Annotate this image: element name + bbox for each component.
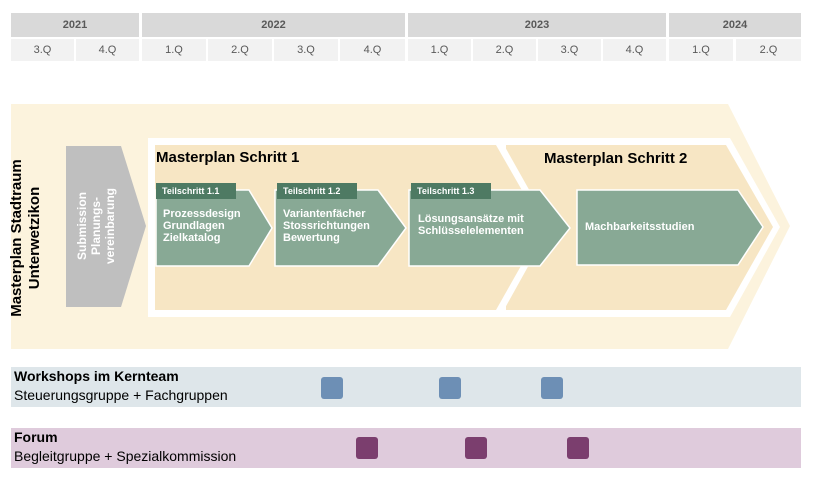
- step-1-2-line: Variantenfächer: [283, 208, 366, 220]
- step-arrow-2: [576, 189, 764, 266]
- quarter-cell: 3.Q: [11, 39, 74, 61]
- quarter-cell: 3.Q: [274, 39, 338, 61]
- quarter-cell: 3.Q: [538, 39, 601, 61]
- quarter-cell: 4.Q: [340, 39, 405, 61]
- submission-arrow: [66, 146, 146, 307]
- submission-line2: Planungs-: [89, 197, 103, 256]
- forum-subtitle: Begleitgruppe + Spezialkommission: [14, 448, 237, 464]
- schritt2-heading: Masterplan Schritt 2: [544, 150, 688, 167]
- teilschritt-1-2-tag: Teilschritt 1.2: [277, 183, 357, 199]
- year-2023: 2023: [408, 13, 666, 37]
- quarter-cell: 1.Q: [142, 39, 206, 61]
- masterplan-title: Masterplan Stadtraum Unterwetzikon: [4, 138, 48, 338]
- forum-marker: [356, 437, 378, 459]
- step-arrow-1-3: [408, 189, 571, 267]
- step-1-3-line: Lösungsansätze mit: [418, 213, 524, 225]
- step-2-text: Machbarkeitsstudien: [585, 221, 695, 233]
- workshops-title: Workshops im Kernteam: [14, 368, 179, 384]
- step-arrow-1-2: [274, 189, 407, 267]
- forum-marker: [465, 437, 487, 459]
- submission-line3: vereinbarung: [103, 187, 117, 265]
- quarter-cell: 4.Q: [603, 39, 666, 61]
- step-1-1-text: Prozessdesign Grundlagen Zielkatalog: [163, 208, 241, 244]
- workshops-subtitle: Steuerungsgruppe + Fachgruppen: [14, 387, 228, 403]
- teilschritt-1-1-tag: Teilschritt 1.1: [156, 183, 236, 199]
- step-1-1-line: Zielkatalog: [163, 232, 221, 244]
- year-2021: 2021: [11, 13, 139, 37]
- quarter-cell: 1.Q: [669, 39, 733, 61]
- workshop-marker: [321, 377, 343, 399]
- step-1-1-line: Grundlagen: [163, 220, 225, 232]
- year-2024: 2024: [669, 13, 801, 37]
- workshop-marker: [439, 377, 461, 399]
- submission-label: Submission Planungs- vereinbarung: [74, 151, 118, 301]
- step-1-2-text: Variantenfächer Stossrichtungen Bewertun…: [283, 208, 370, 244]
- forum-title: Forum: [14, 429, 58, 445]
- step-1-3-text: Lösungsansätze mit Schlüsselelementen: [418, 213, 524, 237]
- step-1-2-line: Stossrichtungen: [283, 220, 370, 232]
- quarter-cell: 1.Q: [408, 39, 471, 61]
- quarter-cell: 2.Q: [473, 39, 536, 61]
- quarter-cell: 2.Q: [736, 39, 801, 61]
- teilschritt-1-3-tag: Teilschritt 1.3: [411, 183, 491, 199]
- quarter-cell: 2.Q: [208, 39, 272, 61]
- forum-band: Forum Begleitgruppe + Spezialkommission: [11, 428, 801, 468]
- masterplan-title-line1: Masterplan Stadtraum: [8, 159, 25, 317]
- step-1-1-line: Prozessdesign: [163, 208, 241, 220]
- workshop-marker: [541, 377, 563, 399]
- step-1-2-line: Bewertung: [283, 232, 340, 244]
- quarter-cell: 4.Q: [76, 39, 139, 61]
- workshops-band: Workshops im Kernteam Steuerungsgruppe +…: [11, 367, 801, 407]
- forum-marker: [567, 437, 589, 459]
- submission-line1: Submission: [75, 192, 89, 261]
- masterplan-title-line2: Unterwetzikon: [26, 186, 43, 290]
- year-2022: 2022: [142, 13, 405, 37]
- step-1-3-line: Schlüsselelementen: [418, 225, 524, 237]
- schritt1-heading: Masterplan Schritt 1: [156, 149, 300, 166]
